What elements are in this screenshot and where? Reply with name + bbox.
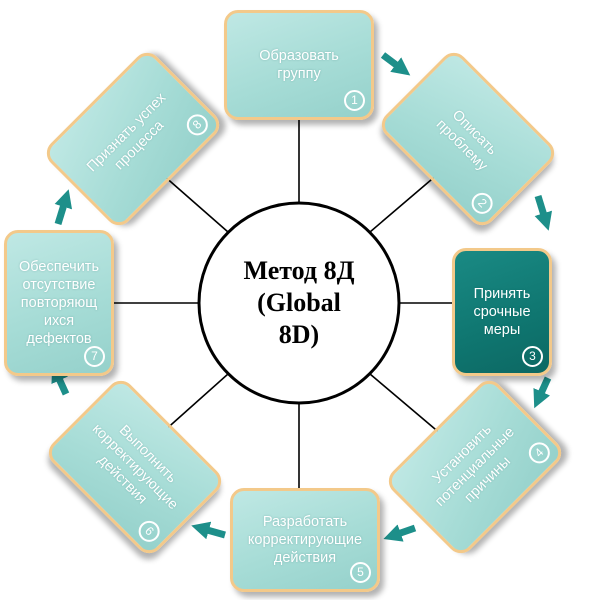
arrow-4-to-5 bbox=[383, 524, 417, 542]
step-box-7: Обеспечить отсутствие повторяющ ихся деф… bbox=[4, 230, 114, 376]
connector-arrows bbox=[51, 52, 553, 542]
step-box-3: Принять срочные меры 3 bbox=[452, 248, 552, 376]
center-title-line-3: 8D) bbox=[278, 320, 320, 349]
step-number-badge: 5 bbox=[350, 562, 371, 583]
center-title-line-1: Метод 8Д bbox=[243, 256, 355, 285]
step-box-1: Образовать группу 1 bbox=[224, 10, 374, 120]
step-label: Разработать корректирующие действия bbox=[247, 514, 363, 566]
center-circle bbox=[197, 201, 401, 405]
step-number-badge: 8 bbox=[182, 110, 213, 140]
arrow-3-to-4 bbox=[533, 376, 552, 409]
step-number-badge: 1 bbox=[344, 90, 365, 111]
step-label: Принять срочные меры bbox=[473, 286, 531, 338]
step-box-5: Разработать корректирующие действия 5 bbox=[230, 488, 380, 592]
step-number-badge: 2 bbox=[467, 188, 497, 219]
arrow-1-to-2 bbox=[380, 52, 411, 76]
arrow-7-to-8 bbox=[54, 189, 73, 226]
step-number-badge: 3 bbox=[522, 346, 543, 367]
step-label: Образовать группу bbox=[259, 48, 339, 82]
arrow-5-to-6 bbox=[191, 521, 226, 540]
center-title-line-2: (Global bbox=[257, 288, 341, 317]
step-number-badge: 7 bbox=[84, 346, 105, 367]
step-label: Обеспечить отсутствие повторяющ ихся деф… bbox=[18, 259, 100, 347]
center-title: Метод 8Д (Global 8D) bbox=[199, 203, 399, 403]
arrow-2-to-3 bbox=[534, 194, 553, 231]
